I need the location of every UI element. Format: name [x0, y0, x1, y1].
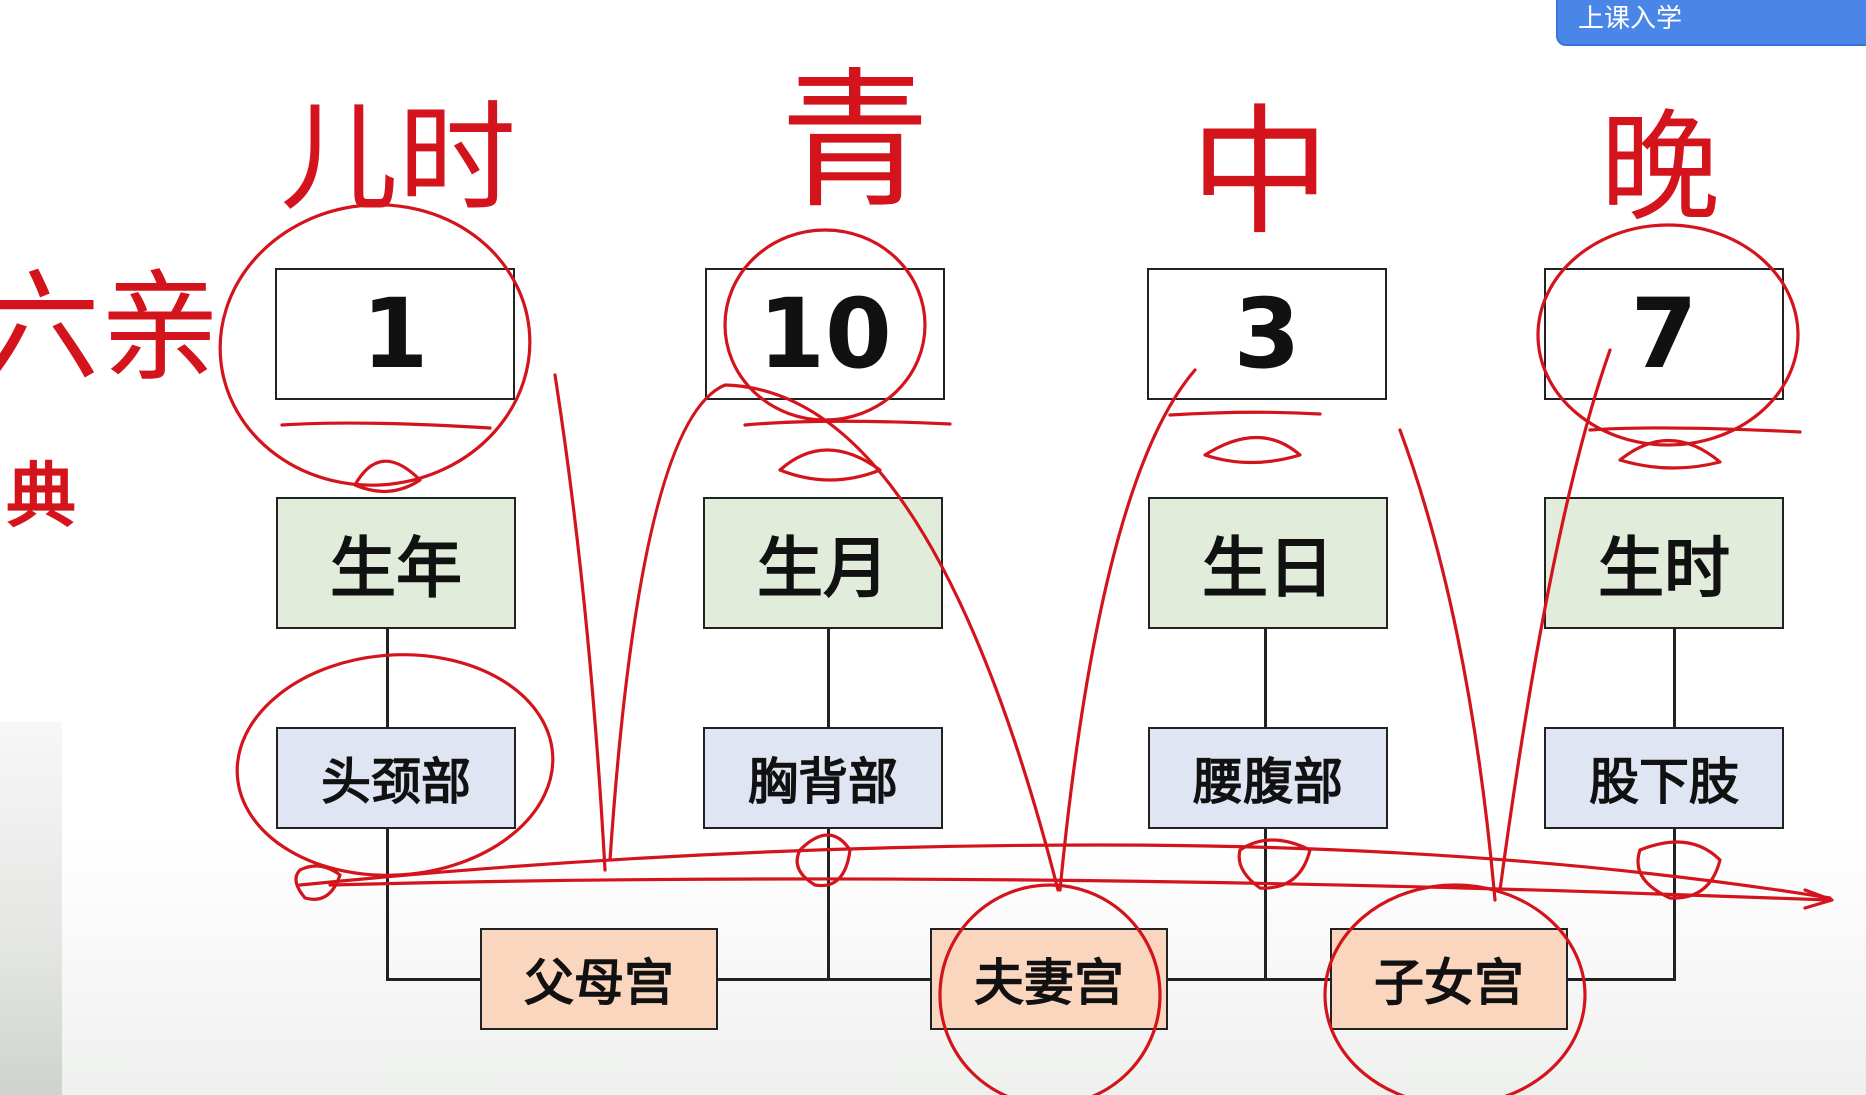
- pillar-year: 生年: [276, 497, 516, 629]
- ink-underline: [743, 419, 952, 427]
- stage-annotation-late: 晚: [1600, 99, 1720, 238]
- ink-small-mark: [778, 448, 882, 482]
- pillar-hour: 生时: [1544, 497, 1784, 629]
- ink-small-mark: [1203, 436, 1302, 465]
- ink-underline: [280, 421, 492, 430]
- connector-line: [827, 629, 830, 727]
- stage-annotation-youth: 青: [780, 55, 931, 229]
- body-part-legs: 股下肢: [1544, 727, 1784, 829]
- body-part-head-neck: 头颈部: [276, 727, 516, 829]
- body-part-chest-back: 胸背部: [703, 727, 943, 829]
- palace-parents: 父母宫: [480, 928, 718, 1030]
- top-right-button[interactable]: 上课入学: [1556, 0, 1866, 46]
- stage-annotation-childhood: 儿时: [280, 89, 517, 227]
- left-annotation-dian: 典: [6, 455, 76, 537]
- connector-line: [1673, 829, 1676, 980]
- ink-small-mark: [353, 459, 422, 494]
- left-annotation-liuqin: 六亲: [0, 259, 220, 398]
- palace-children: 子女宫: [1330, 928, 1568, 1030]
- left-side-panel: [0, 722, 62, 1095]
- body-part-waist-abdomen: 腰腹部: [1148, 727, 1388, 829]
- ink-underline: [1168, 410, 1322, 417]
- connector-line: [386, 829, 389, 980]
- stage-annotation-middle: 中: [1190, 92, 1331, 255]
- connector-line: [386, 629, 389, 727]
- palace-spouse: 夫妻宫: [930, 928, 1168, 1030]
- connector-line: [1264, 629, 1267, 727]
- pillar-day: 生日: [1148, 497, 1388, 629]
- connector-line: [1264, 829, 1267, 980]
- connector-line: [827, 829, 830, 980]
- pillar-month: 生月: [703, 497, 943, 629]
- number-box-month: 10: [705, 268, 945, 400]
- ink-underline: [1588, 426, 1802, 434]
- ink-arc: [1398, 428, 1497, 902]
- ink-arc: [553, 373, 607, 872]
- ink-small-mark: [1618, 438, 1722, 470]
- connector-line: [1673, 629, 1676, 727]
- number-box-hour: 7: [1544, 268, 1784, 400]
- number-box-year: 1: [275, 268, 515, 400]
- number-box-day: 3: [1147, 268, 1387, 400]
